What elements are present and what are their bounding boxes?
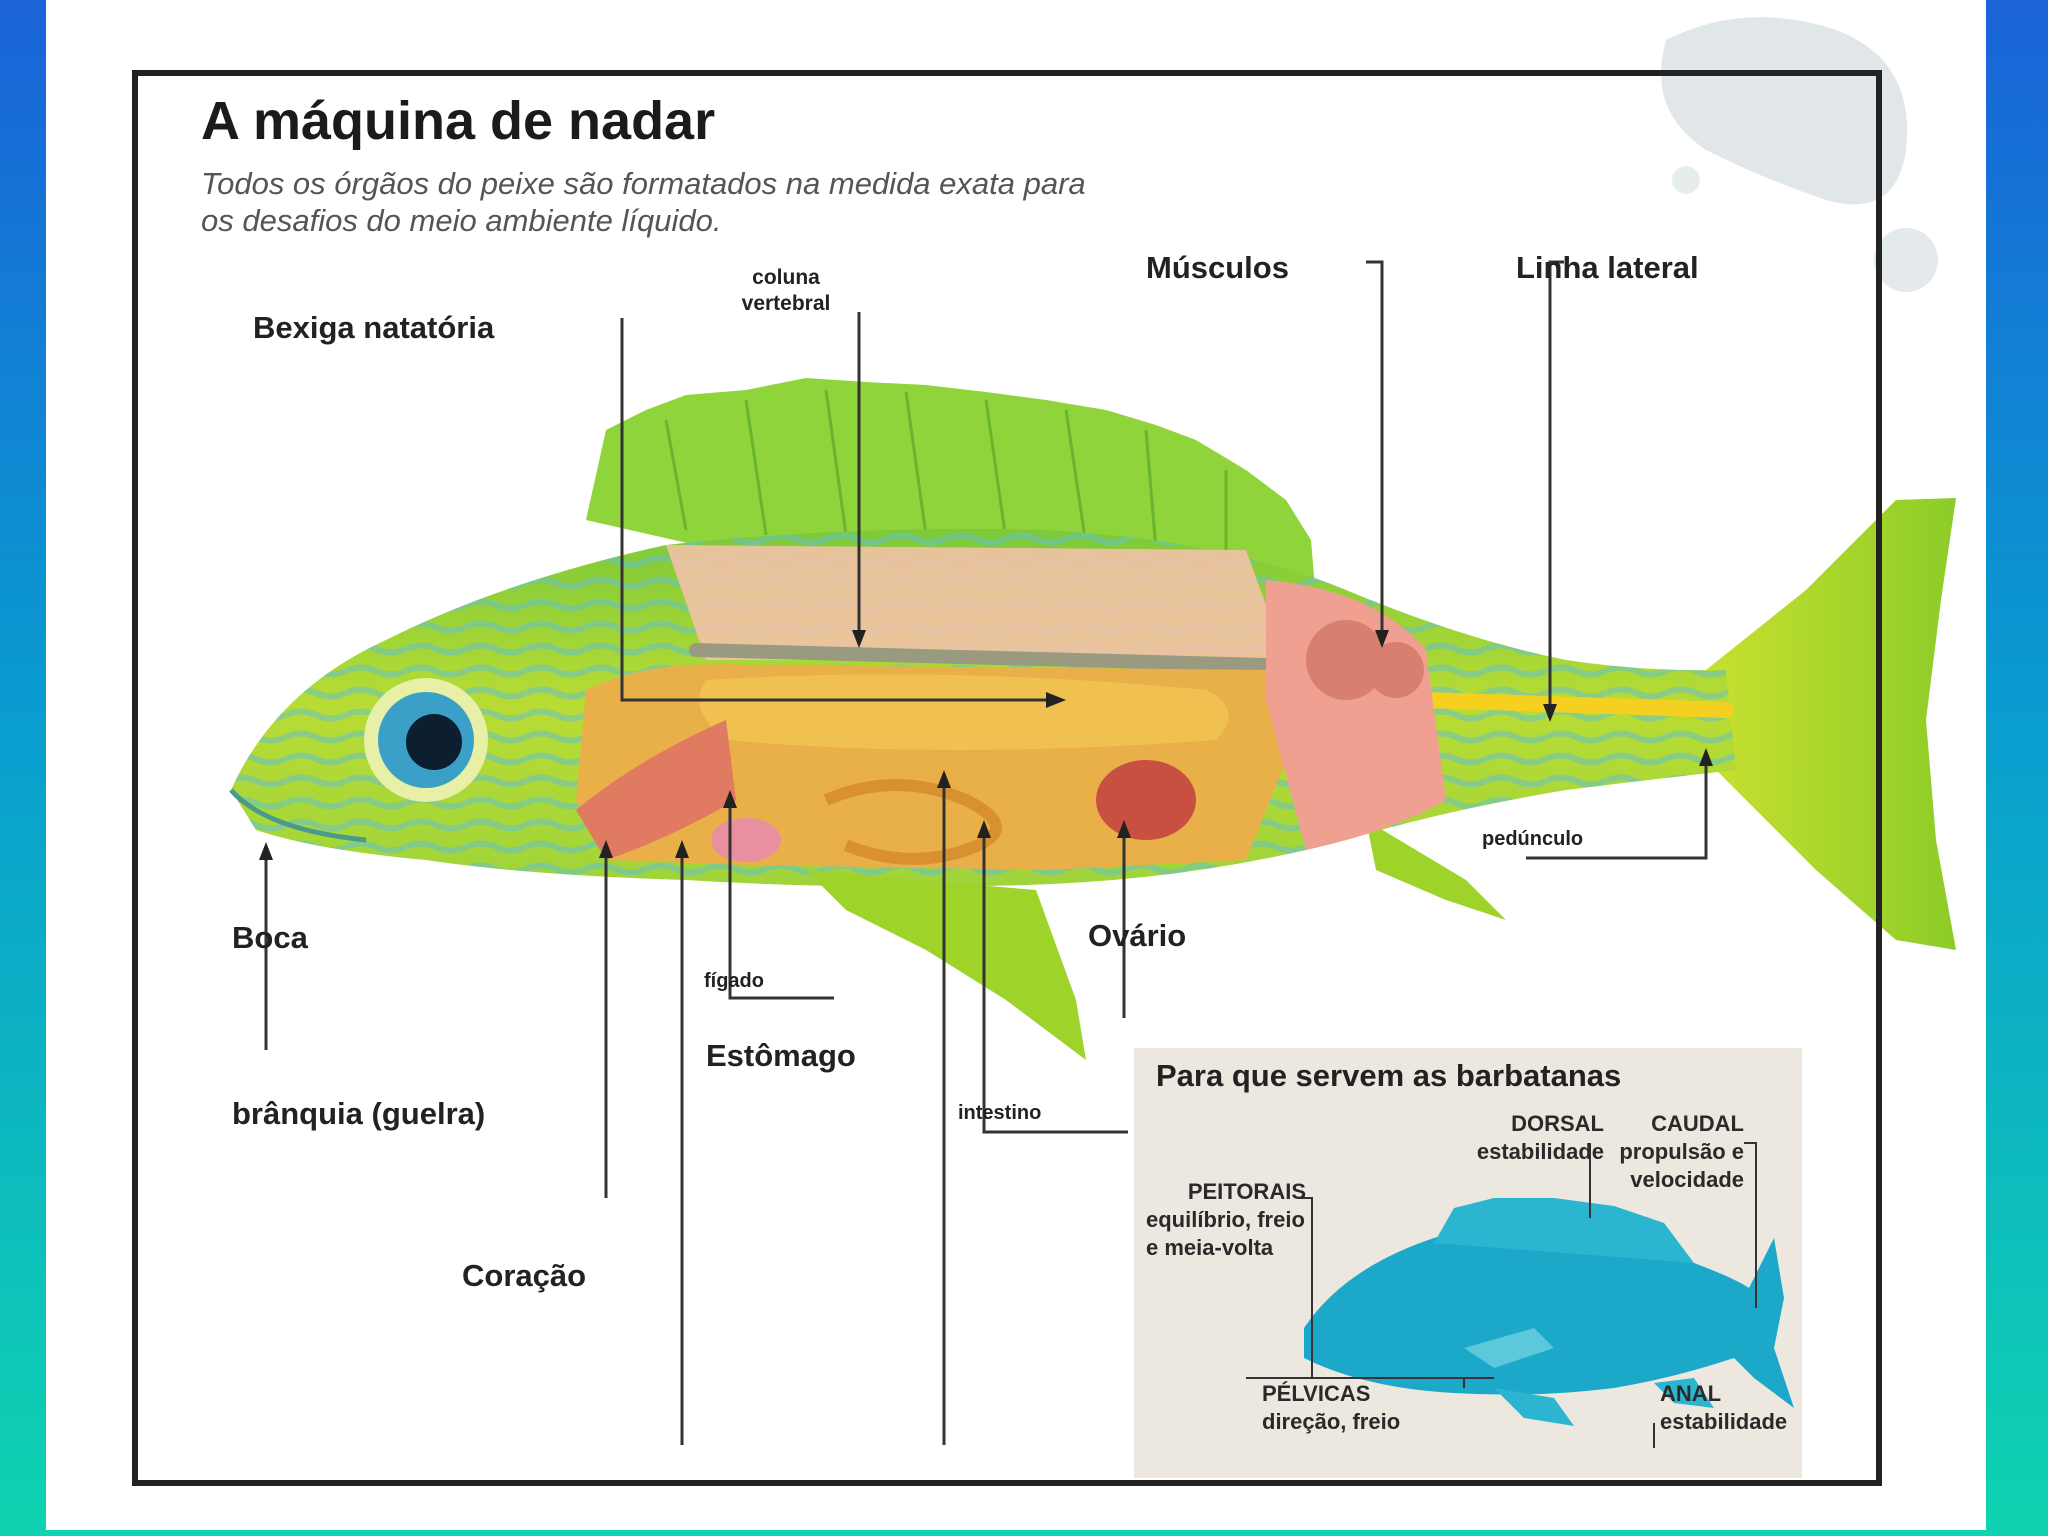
fins-inset-panel: Para que servem as barbatanas DORSAL est… — [1134, 1048, 1802, 1478]
gill — [576, 720, 736, 860]
label-boca: Boca — [232, 920, 308, 955]
caudal-role-1: propulsão e — [1619, 1139, 1744, 1164]
peitorais-role-1: equilíbrio, freio — [1146, 1207, 1305, 1232]
label-linha-lateral: Linha lateral — [1516, 250, 1699, 285]
label-estomago: Estômago — [706, 1038, 856, 1073]
muscle-band — [666, 545, 1286, 660]
label-coluna: coluna vertebral — [686, 265, 886, 317]
anal-fin — [1366, 820, 1506, 920]
vertebral-column — [689, 643, 1273, 672]
diagram-frame — [132, 70, 1882, 1486]
label-musculos: Músculos — [1146, 250, 1289, 285]
caudal-role-2: velocidade — [1630, 1167, 1744, 1192]
caudal-name: CAUDAL — [1651, 1111, 1744, 1136]
page-subtitle: Todos os órgãos do peixe são formatados … — [201, 166, 1086, 238]
label-coluna-line1: coluna — [752, 266, 820, 289]
fish-illustration — [229, 17, 1956, 1445]
peitorais-name: PEITORAIS — [1187, 1179, 1306, 1204]
label-intestino: intestino — [958, 1102, 1042, 1124]
dorsal-role: estabilidade — [1476, 1139, 1604, 1164]
pelvic-fin — [806, 870, 1086, 1060]
peitorais-role-2: e meia-volta — [1146, 1235, 1274, 1260]
label-figado: fígado — [704, 970, 764, 992]
label-coluna-line2: vertebral — [741, 292, 831, 315]
ovary — [1096, 760, 1196, 840]
water-splash — [1661, 17, 1908, 205]
pelvicas-role: direção, freio — [1262, 1409, 1401, 1434]
peitorais-label: PEITORAIS equilíbrio, freio e meia-volta — [1146, 1178, 1346, 1262]
pelvicas-name: PÉLVICAS — [1262, 1381, 1371, 1406]
label-coracao: Coração — [462, 1258, 587, 1293]
label-ovario: Ovário — [1088, 918, 1187, 953]
anal-role: estabilidade — [1660, 1409, 1788, 1434]
dorsal-label: DORSAL estabilidade — [1414, 1110, 1604, 1166]
inset-fish — [1246, 1142, 1794, 1448]
page-title: A máquina de nadar — [201, 91, 716, 151]
label-bexiga: Bexiga natatória — [253, 310, 495, 345]
label-pedunculo: pedúnculo — [1482, 828, 1584, 850]
inset-title: Para que servem as barbatanas — [1156, 1058, 1622, 1093]
slide: A máquina de nadar Todos os órgãos do pe… — [46, 0, 1986, 1530]
label-branquia: brânquia (guelra) — [232, 1096, 486, 1131]
pelvicas-label: PÉLVICAS direção, freio — [1262, 1380, 1400, 1436]
anal-name: ANAL — [1660, 1381, 1722, 1406]
swim-bladder — [699, 674, 1229, 750]
anal-label: ANAL estabilidade — [1660, 1380, 1787, 1436]
tail-fin — [1706, 498, 1956, 950]
caudal-label: CAUDAL propulsão e velocidade — [1564, 1110, 1744, 1194]
dorsal-name: DORSAL — [1511, 1111, 1604, 1136]
